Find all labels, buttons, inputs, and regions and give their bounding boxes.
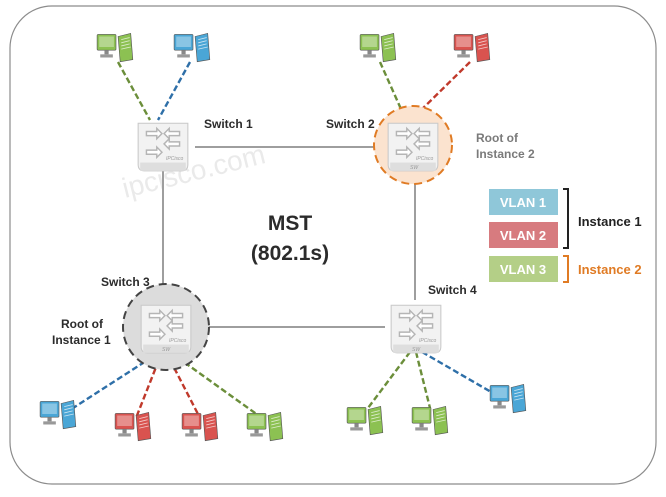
switch-4-label: Switch 4 <box>428 283 477 297</box>
diagram-subtitle: (802.1s) <box>251 242 329 265</box>
vlan2-label: VLAN 2 <box>500 228 546 243</box>
switch-tag: SW <box>410 165 419 171</box>
switch-brand: IPCisco <box>169 338 186 344</box>
vlan2-box <box>489 222 558 248</box>
root-instance2-label-line2: Instance 2 <box>476 147 535 161</box>
switch-icon <box>387 122 439 172</box>
switch-icon <box>140 304 192 354</box>
switch-2[interactable]: IPCisco SW <box>387 122 439 172</box>
trunk-links <box>162 146 416 328</box>
vlan1-box <box>489 189 558 215</box>
link-s4-pc-green-2 <box>414 351 432 409</box>
switch-3[interactable]: IPCisco SW <box>140 304 192 354</box>
switch-1-label: Switch 1 <box>204 117 253 131</box>
instance2-label: Instance 2 <box>578 262 642 277</box>
instance1-bracket <box>563 188 569 249</box>
switch-3-label: Switch 3 <box>101 275 150 289</box>
link-s4-pc-blue <box>421 350 506 402</box>
diagram-title: MST <box>268 212 313 235</box>
link-s1-pc-blue <box>156 61 192 121</box>
switch-tag: SW <box>412 347 421 353</box>
instance1-label: Instance 1 <box>578 214 642 229</box>
switch-4[interactable]: IPCisco SW <box>390 304 442 354</box>
root-instance2-label-line1: Root of <box>476 131 519 145</box>
vlan3-box <box>489 256 558 282</box>
link-s2-pc-green <box>378 61 407 119</box>
switch-2-label: Switch 2 <box>326 117 375 131</box>
switch-brand: IPCisco <box>166 156 183 162</box>
vlan3-label: VLAN 3 <box>500 262 546 277</box>
switch-brand: IPCisco <box>416 156 433 162</box>
instance2-bracket <box>563 255 569 283</box>
vlan-legend: VLAN 1 VLAN 2 VLAN 3 Instance 1 Instance… <box>489 188 642 283</box>
switch-icon <box>390 304 442 354</box>
root-instance1-label-line2: Instance 1 <box>52 333 111 347</box>
link-s1-pc-green <box>116 61 152 121</box>
diagram-frame <box>9 5 657 485</box>
switch-1[interactable]: IPCisco <box>137 122 189 172</box>
link-s4-pc-green-1 <box>367 351 411 409</box>
switch-tag: SW <box>162 347 171 353</box>
switch-brand: IPCisco <box>419 338 436 344</box>
switch-icon <box>137 122 189 172</box>
vlan1-label: VLAN 1 <box>500 195 546 210</box>
root-instance1-label-line1: Root of <box>61 317 104 331</box>
